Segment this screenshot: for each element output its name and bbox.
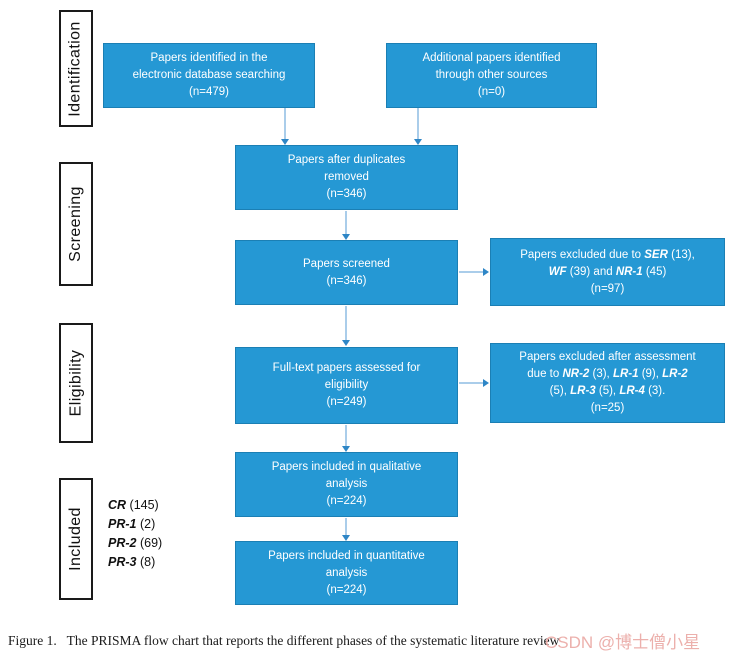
arrowhead-icon	[483, 378, 489, 387]
box-excluded-screening: Papers excluded due to SER (13),WF (39) …	[490, 238, 725, 306]
phase-label-included-text: Included	[67, 507, 85, 571]
arrowhead-icon	[341, 340, 350, 346]
phase-label-included: Included	[59, 478, 93, 600]
phase-label-identification: Identification	[59, 10, 93, 127]
box-papers-screened: Papers screened(n=346)	[235, 240, 458, 305]
phase-label-screening: Screening	[59, 162, 93, 286]
phase-label-screening-text: Screening	[67, 186, 84, 262]
phase-label-eligibility: Eligibility	[59, 323, 93, 443]
phase-label-eligibility-text: Eligibility	[67, 349, 84, 417]
figure-caption: Figure 1. The PRISMA flow chart that rep…	[8, 633, 560, 648]
arrowhead-icon	[280, 139, 289, 145]
phase-label-identification-text: Identification	[67, 20, 84, 117]
arrowhead-icon	[341, 234, 350, 240]
arrowhead-icon	[413, 139, 422, 145]
arrowhead-icon	[341, 446, 350, 452]
arrowhead-icon	[483, 267, 489, 276]
arrowhead-icon	[341, 535, 350, 541]
included-stats: CR (145)PR-1 (2)PR-2 (69)PR-3 (8)	[108, 498, 163, 569]
csdn-watermark: CSDN @博士僧小星	[545, 633, 701, 652]
